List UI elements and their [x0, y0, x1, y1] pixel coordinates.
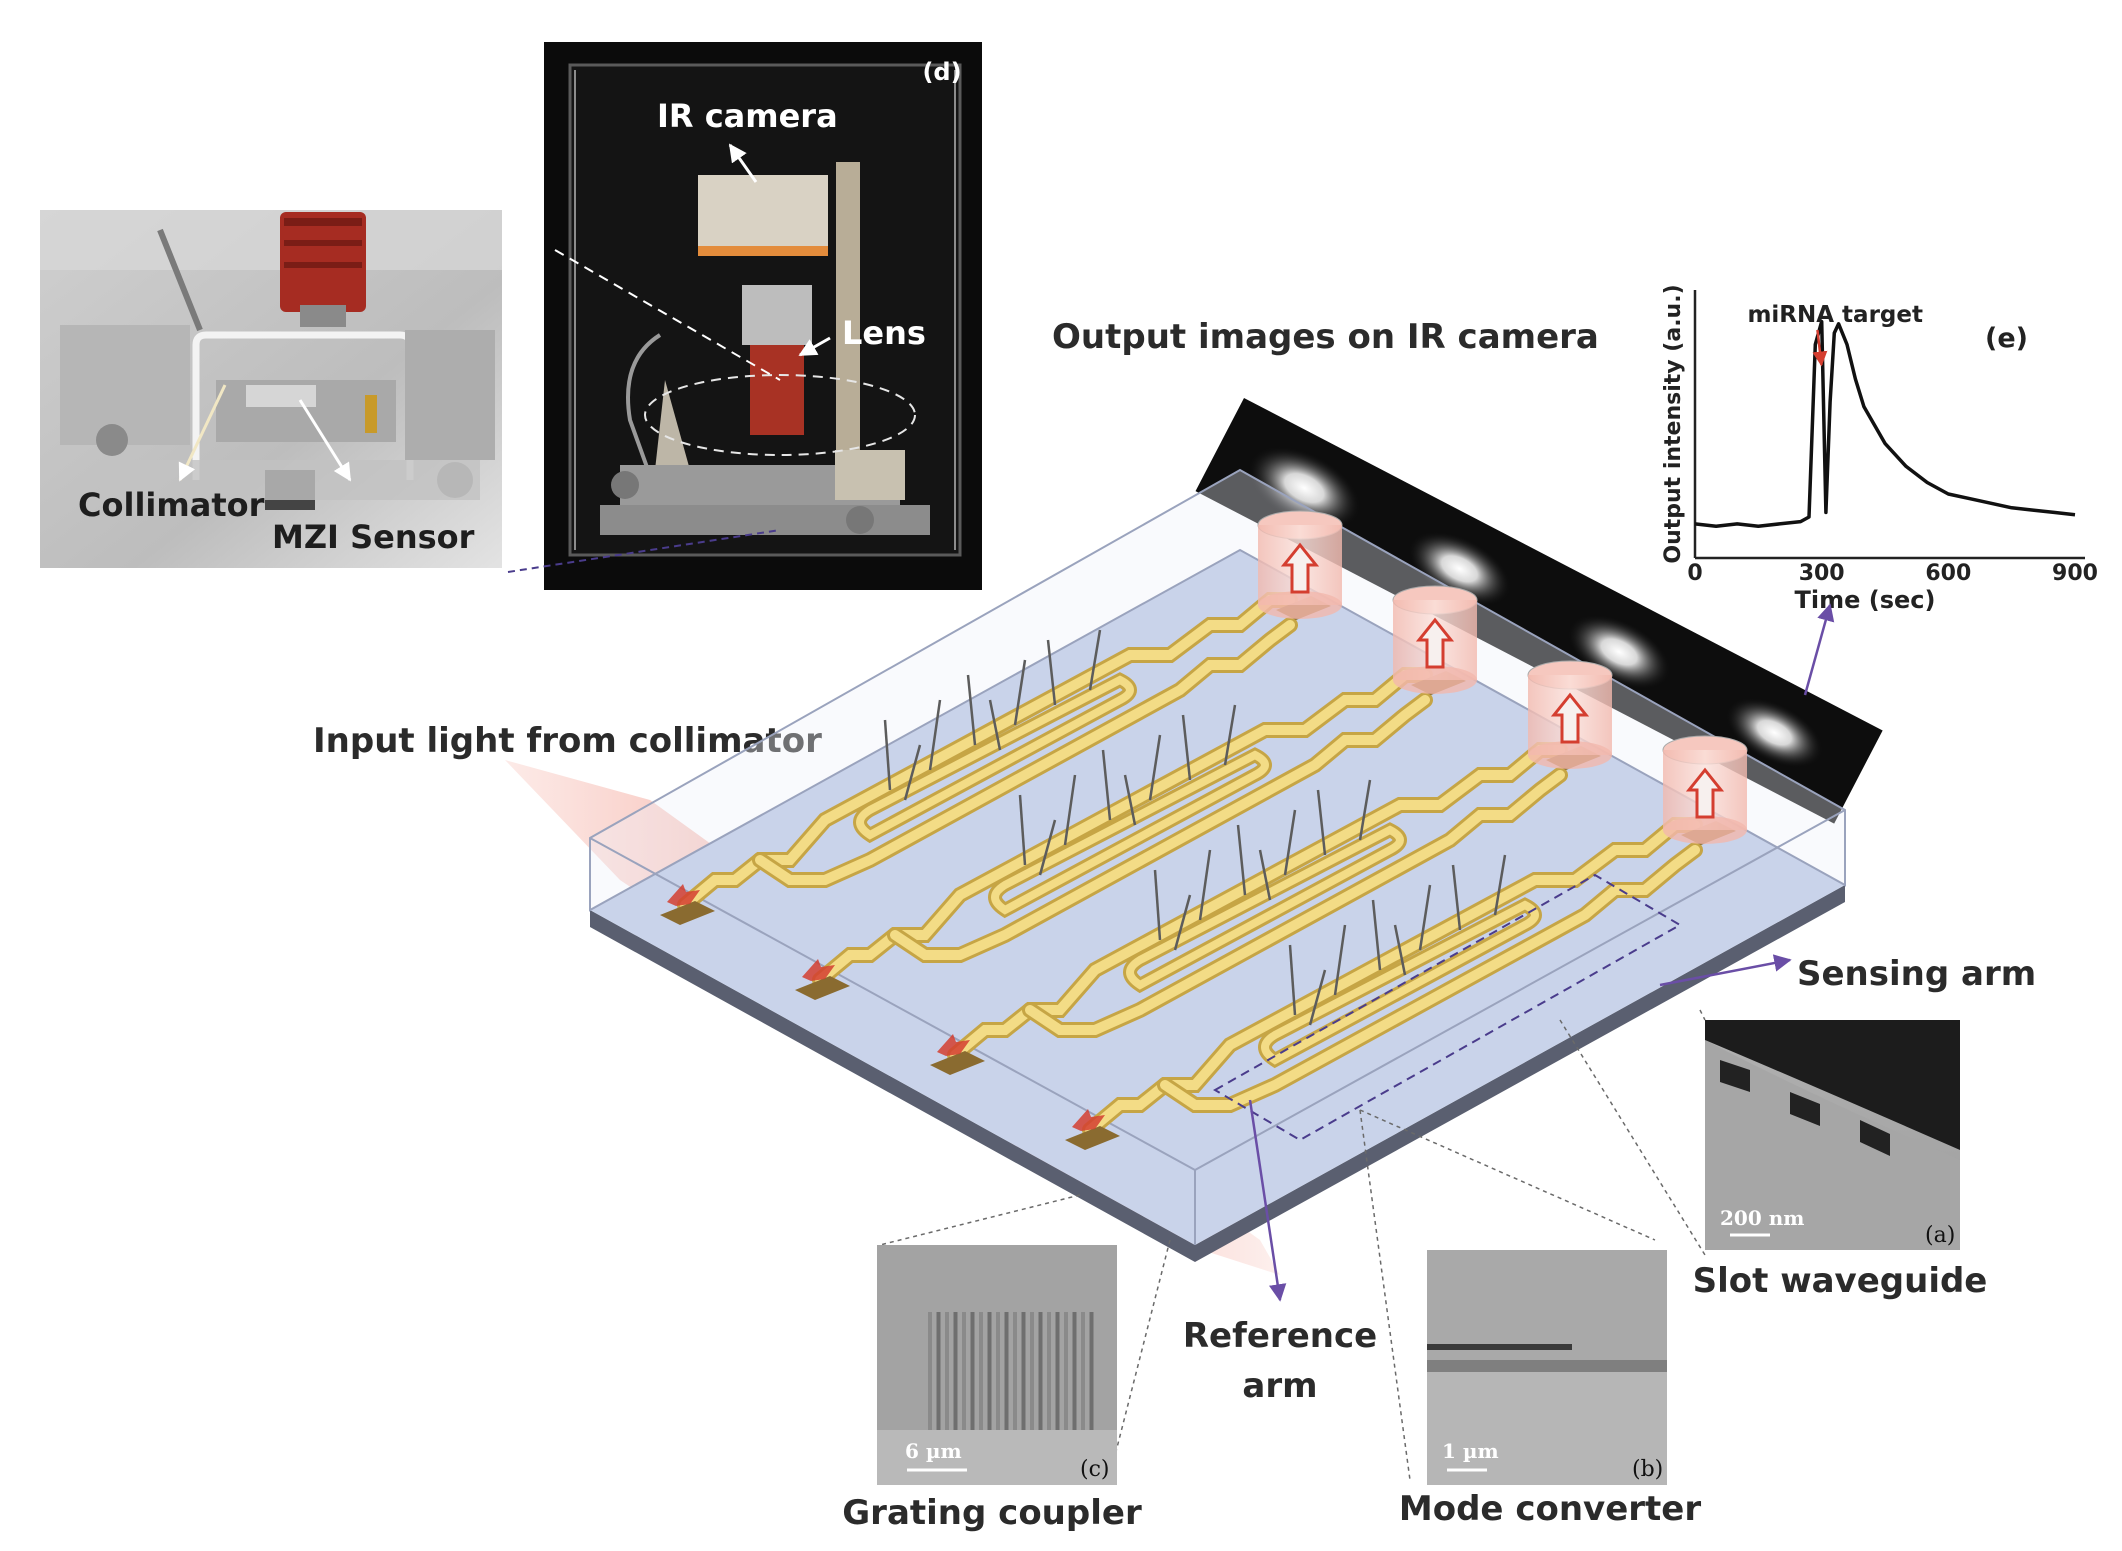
inset-mode-converter: 1 µm (b)	[1427, 1250, 1667, 1485]
photo-collimator-setup: Collimator MZI Sensor	[40, 210, 502, 568]
grating-line	[996, 1312, 1000, 1430]
grating-line	[1055, 1312, 1060, 1430]
lens-label: Lens	[842, 314, 926, 352]
grating-line	[1013, 1312, 1017, 1430]
grating-line	[945, 1312, 949, 1430]
mzi-structure	[1065, 735, 1748, 1150]
inset-b-panel: (b)	[1632, 1457, 1663, 1482]
grating-line	[1021, 1312, 1026, 1430]
grating-line	[987, 1312, 992, 1430]
ir-camera-label: IR camera	[657, 97, 838, 135]
spot-to-chart-arrow	[1803, 603, 1835, 696]
intensity-time-chart: 0 300 600 900 miRNA target (e) Time (sec) O…	[1661, 284, 2098, 614]
photo-ir-camera-enclosure: IR camera Lens (d)	[544, 42, 982, 590]
inset-a-panel: (a)	[1925, 1223, 1955, 1248]
mzi-structure	[930, 660, 1613, 1075]
reference-arm-label-line2: arm	[1242, 1366, 1317, 1406]
ir-output-strip	[1195, 397, 1883, 824]
x-tick-label: 900	[2052, 561, 2098, 586]
grating-line	[953, 1312, 958, 1430]
grating-line	[979, 1312, 983, 1430]
grating-line	[936, 1312, 941, 1430]
x-tick-label: 300	[1799, 561, 1845, 586]
panel-label-d: (d)	[922, 58, 961, 86]
chart-xlabel: Time (sec)	[1795, 586, 1936, 614]
mzi-sensor-label: MZI Sensor	[272, 518, 475, 556]
grating-line	[962, 1312, 966, 1430]
grating-line	[1072, 1312, 1077, 1430]
sensing-arm-label: Sensing arm	[1797, 954, 2036, 994]
output-spot-4	[1726, 698, 1823, 768]
grating-line	[928, 1312, 932, 1430]
mzi-structure	[660, 510, 1343, 925]
annotation-text: miRNA target	[1747, 302, 1923, 328]
mzi-chip	[589, 468, 1846, 1262]
grating-line	[970, 1312, 975, 1430]
grating-line	[1004, 1312, 1009, 1430]
grating-line	[1081, 1312, 1085, 1430]
mode-converter-label: Mode converter	[1399, 1489, 1701, 1529]
mzi-structure	[795, 585, 1478, 1000]
chart-ylabel: Output intensity (a.u.)	[1661, 284, 1686, 563]
chart-series-line	[1694, 319, 2076, 528]
grating-line	[1038, 1312, 1043, 1430]
reference-arm-label-line1: Reference	[1183, 1316, 1377, 1356]
grating-line	[1089, 1312, 1094, 1430]
collimator-label: Collimator	[78, 486, 265, 524]
inset-c-panel: (c)	[1080, 1457, 1110, 1482]
grating-coupler-label: Grating coupler	[842, 1493, 1142, 1533]
grating-line	[1064, 1312, 1068, 1430]
reference-arm-arrow	[1248, 1099, 1287, 1302]
sensing-arm-arrow	[1659, 954, 1792, 987]
slot-waveguide-label: Slot waveguide	[1693, 1261, 1988, 1301]
inset-a-scale: 200 nm	[1720, 1206, 1804, 1230]
inset-b-scale: 1 µm	[1442, 1439, 1499, 1463]
inset-grating-coupler: 6 µm (c)	[877, 1245, 1117, 1485]
chart-panel-label: (e)	[1985, 323, 2028, 354]
photo-link-line	[507, 529, 781, 573]
inset-c-scale: 6 µm	[905, 1439, 962, 1463]
inset-slot-waveguide: 200 nm (a)	[1705, 1020, 1960, 1250]
annotation-arrow	[1812, 329, 1828, 367]
output-images-label: Output images on IR camera	[1052, 317, 1599, 357]
grating-line	[1030, 1312, 1034, 1430]
grating-line	[1047, 1312, 1051, 1430]
x-tick-label: 0	[1687, 561, 1702, 586]
output-spot-1	[1248, 447, 1360, 529]
x-tick-label: 600	[1925, 561, 1971, 586]
inset-leader-lines	[879, 1009, 1706, 1481]
sensing-region-box	[1212, 873, 1683, 1142]
